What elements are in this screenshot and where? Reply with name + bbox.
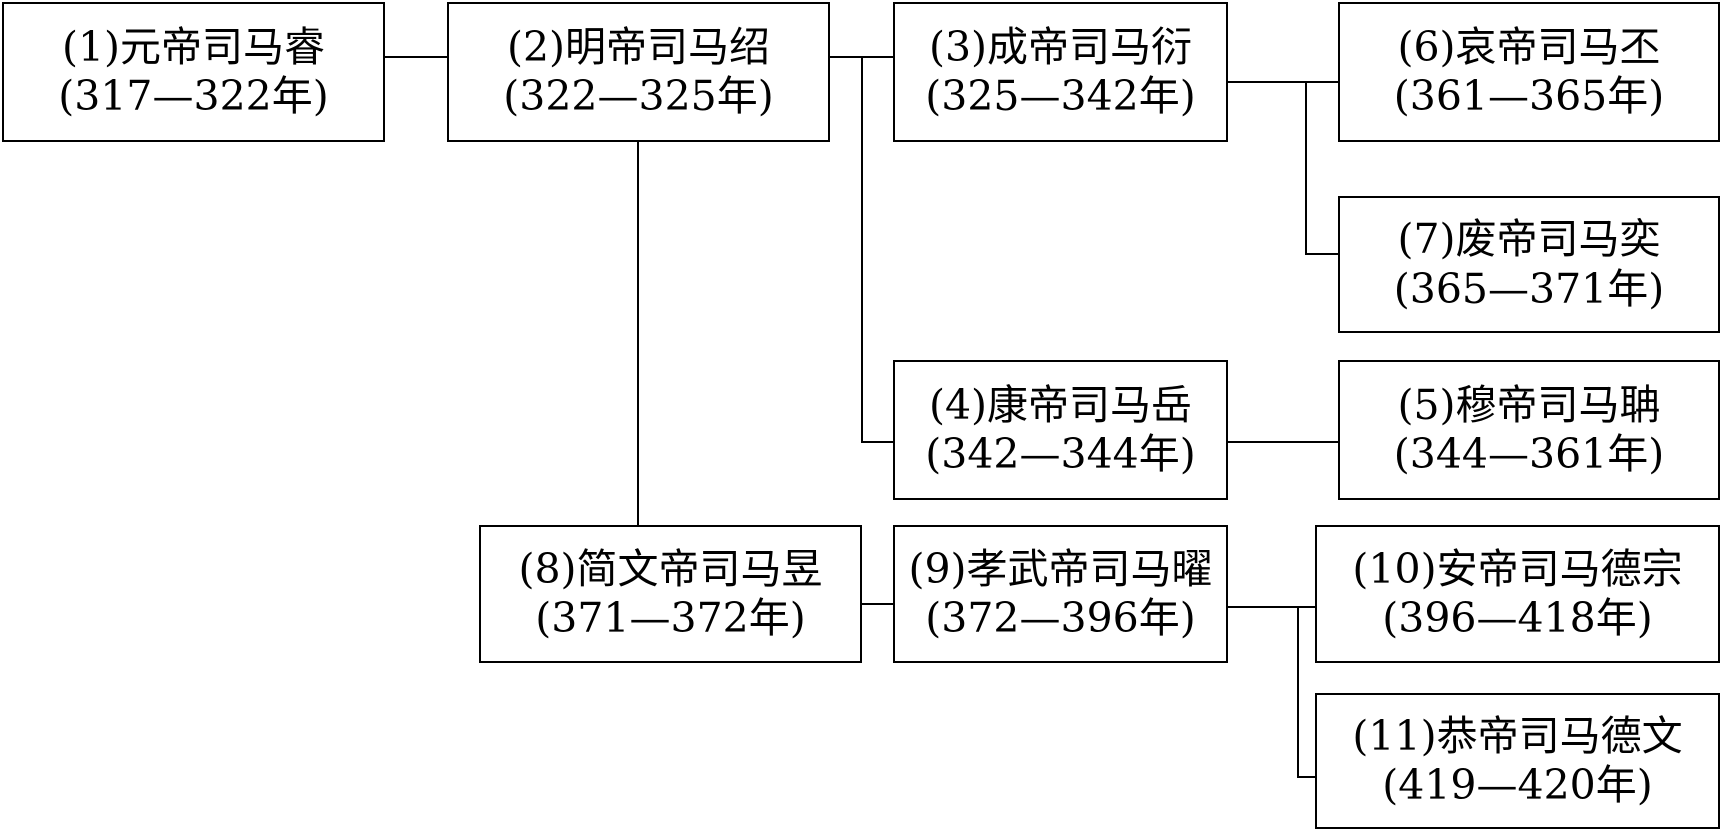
ruler-years: (365—371年): [1393, 264, 1665, 313]
link-n2-n3-n4: [830, 56, 893, 443]
ruler-node-n5: (5)穆帝司马聃 (344—361年): [1338, 360, 1720, 500]
ruler-node-n4: (4)康帝司马岳 (342—344年): [893, 360, 1228, 500]
ruler-years: (371—372年): [535, 594, 806, 642]
ruler-name: (3)成帝司马衍: [928, 22, 1193, 71]
link-n3-n6-n7: [1228, 81, 1338, 255]
ruler-name: (1)元帝司马睿: [61, 22, 326, 71]
ruler-name: (10)安帝司马德宗: [1352, 544, 1683, 593]
ruler-node-n6: (6)哀帝司马丕 (361—365年): [1338, 2, 1720, 142]
ruler-name: (4)康帝司马岳: [928, 380, 1193, 429]
ruler-node-n8: (8)简文帝司马昱 (371—372年): [479, 525, 862, 663]
ruler-node-n10: (10)安帝司马德宗 (396—418年): [1315, 525, 1720, 663]
ruler-years: (361—365年): [1393, 72, 1665, 120]
ruler-name: (11)恭帝司马德文: [1352, 711, 1683, 760]
ruler-name: (5)穆帝司马聃: [1397, 380, 1661, 429]
ruler-years: (419—420年): [1382, 761, 1653, 809]
ruler-years: (322—325年): [503, 72, 774, 120]
ruler-name: (7)废帝司马奕: [1397, 215, 1661, 264]
link-n9-n10-n11: [1228, 606, 1315, 778]
ruler-node-n7: (7)废帝司马奕 (365—371年): [1338, 196, 1720, 333]
ruler-name: (9)孝武帝司马曜: [908, 544, 1213, 593]
ruler-years: (396—418年): [1382, 594, 1653, 642]
ruler-node-n2: (2)明帝司马绍 (322—325年): [447, 2, 830, 142]
ruler-years: (317—322年): [58, 72, 329, 120]
ruler-node-n1: (1)元帝司马睿 (317—322年): [2, 2, 385, 142]
ruler-name: (6)哀帝司马丕: [1397, 22, 1661, 71]
ruler-years: (325—342年): [925, 72, 1196, 120]
ruler-name: (8)简文帝司马昱: [518, 544, 823, 593]
ruler-name: (2)明帝司马绍: [506, 22, 771, 71]
ruler-years: (372—396年): [925, 594, 1196, 642]
ruler-node-n11: (11)恭帝司马德文 (419—420年): [1315, 693, 1720, 829]
ruler-node-n9: (9)孝武帝司马曜 (372—396年): [893, 525, 1228, 663]
ruler-years: (342—344年): [925, 430, 1196, 478]
ruler-years: (344—361年): [1393, 430, 1665, 478]
ruler-node-n3: (3)成帝司马衍 (325—342年): [893, 2, 1228, 142]
